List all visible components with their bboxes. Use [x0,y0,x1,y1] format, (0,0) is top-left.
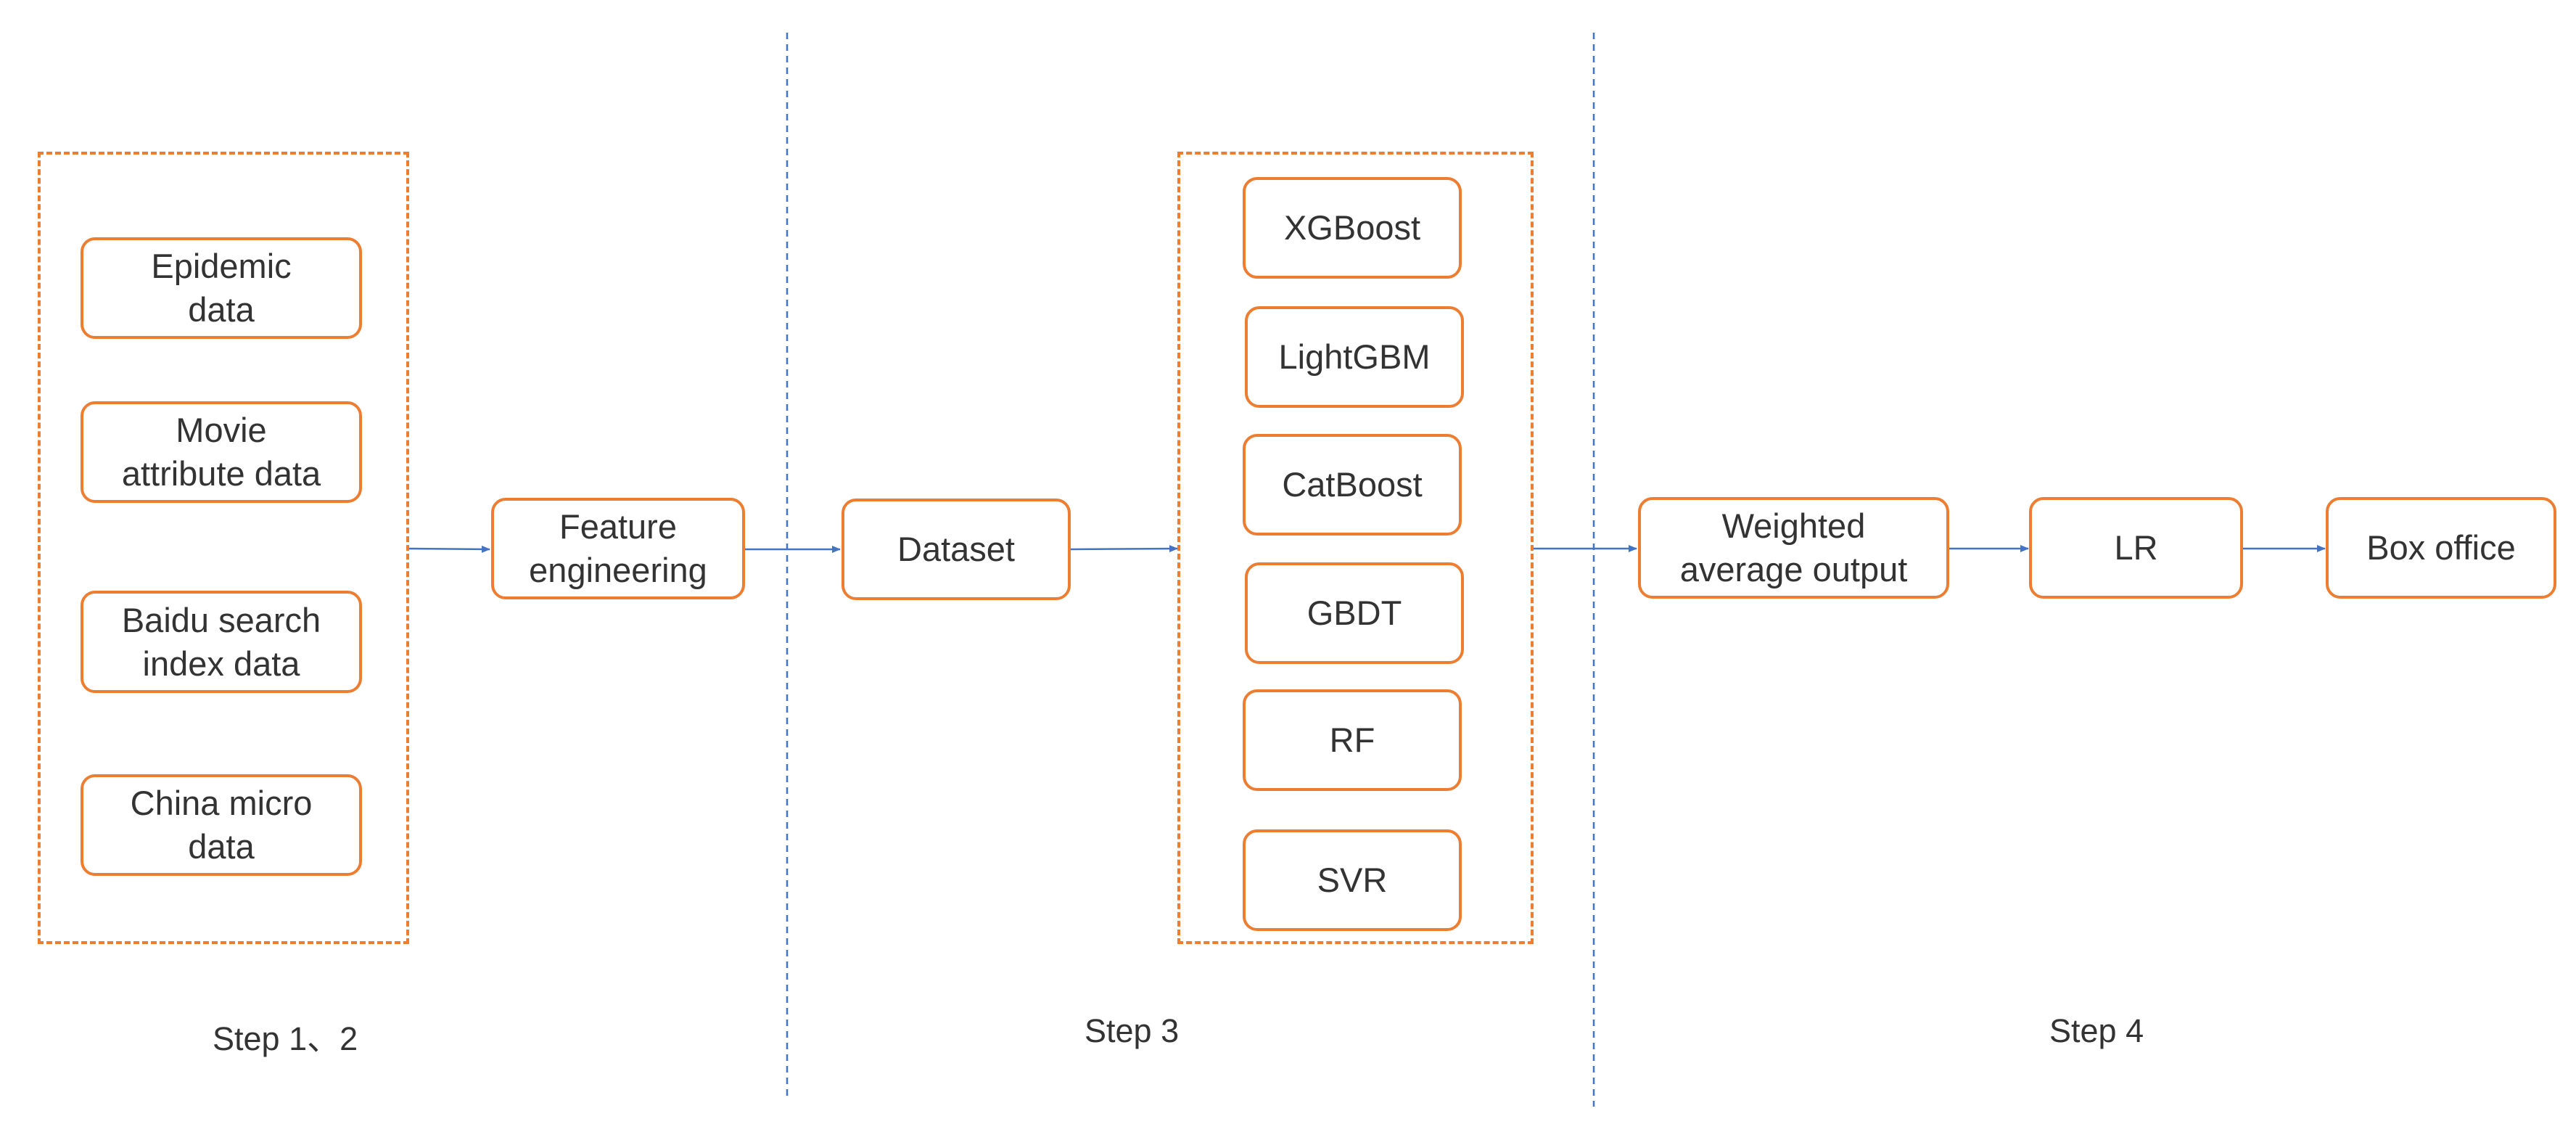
node-feature-engineering: Feature engineering [491,498,745,599]
step-label-1-2: Step 1、2 [213,1020,358,1057]
node-movie-attribute-data: Movie attribute data [81,401,362,503]
node-xgboost: XGBoost [1243,177,1462,279]
node-china-micro-data: China micro data [81,774,362,876]
node-rf: RF [1243,689,1462,791]
node-lr: LR [2029,497,2243,599]
models-group [1177,152,1534,944]
node-gbdt: GBDT [1245,562,1464,664]
node-box-office: Box office [2326,497,2556,599]
step-label-3: Step 3 [1085,1012,1180,1049]
node-weighted-average-output: Weighted average output [1638,497,1949,599]
step-label-4: Step 4 [2049,1012,2144,1049]
node-epidemic-data: Epidemic data [81,237,362,339]
node-lightgbm: LightGBM [1245,306,1464,408]
node-catboost: CatBoost [1243,434,1462,536]
node-dataset: Dataset [841,499,1071,600]
node-baidu-search-index-data: Baidu search index data [81,591,362,693]
data-sources-group [38,152,409,944]
node-svr: SVR [1243,829,1462,931]
